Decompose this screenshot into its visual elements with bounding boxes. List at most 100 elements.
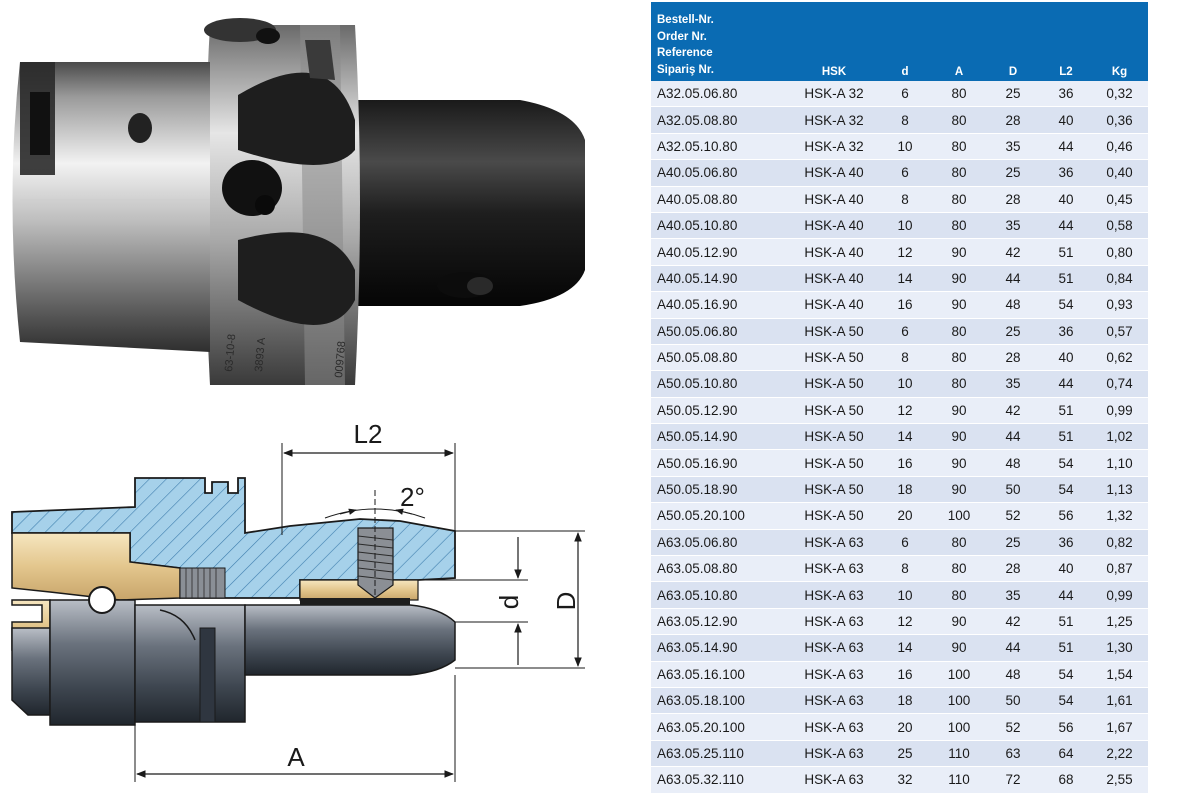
cell-big-d: 52 [985, 713, 1041, 741]
cell-l2: 54 [1041, 291, 1091, 319]
cell-d: 14 [877, 265, 933, 293]
cell-a: 100 [933, 687, 985, 715]
cell-hsk: HSK-A 50 [791, 423, 877, 451]
cell-a: 80 [933, 212, 985, 240]
cell-a: 80 [933, 529, 985, 557]
cell-d: 8 [877, 555, 933, 583]
product-photo: 63-10-8 3893 A 009768 [12, 18, 585, 385]
cell-l2: 36 [1041, 529, 1091, 557]
cell-a: 80 [933, 159, 985, 187]
cell-d: 12 [877, 397, 933, 425]
cell-l2: 54 [1041, 687, 1091, 715]
cell-hsk: HSK-A 63 [791, 713, 877, 741]
cell-l2: 40 [1041, 555, 1091, 583]
header-reference-line: Reference [657, 47, 713, 59]
cell-hsk: HSK-A 40 [791, 159, 877, 187]
cell-kg: 0,87 [1091, 555, 1148, 583]
cell-a: 80 [933, 106, 985, 134]
cell-big-d: 50 [985, 476, 1041, 504]
header-big-d: D [985, 2, 1041, 81]
cell-kg: 1,25 [1091, 608, 1148, 636]
cell-big-d: 44 [985, 265, 1041, 293]
dimension-big-d: D [455, 530, 585, 669]
cell-a: 100 [933, 502, 985, 530]
cell-d: 10 [877, 370, 933, 398]
cell-kg: 0,46 [1091, 133, 1148, 161]
cell-hsk: HSK-A 50 [791, 502, 877, 530]
cell-l2: 40 [1041, 344, 1091, 372]
cell-big-d: 50 [985, 687, 1041, 715]
cell-d: 20 [877, 502, 933, 530]
cell-hsk: HSK-A 32 [791, 81, 877, 108]
cell-reference: A50.05.14.90 [651, 423, 791, 451]
cell-d: 6 [877, 81, 933, 108]
cell-d: 10 [877, 581, 933, 609]
cell-hsk: HSK-A 40 [791, 186, 877, 213]
cell-l2: 44 [1041, 581, 1091, 609]
cell-big-d: 25 [985, 81, 1041, 108]
section-drawing: L2 2° d D A [11, 419, 585, 782]
cell-d: 10 [877, 133, 933, 161]
cell-d: 25 [877, 740, 933, 768]
cell-reference: A50.05.18.90 [651, 476, 791, 504]
cell-kg: 1,10 [1091, 449, 1148, 477]
cell-reference: A40.05.14.90 [651, 265, 791, 293]
cell-d: 6 [877, 318, 933, 345]
cell-a: 90 [933, 265, 985, 293]
cell-big-d: 42 [985, 238, 1041, 266]
cell-reference: A40.05.12.90 [651, 238, 791, 266]
cell-hsk: HSK-A 50 [791, 344, 877, 372]
dimension-d: d [418, 537, 528, 665]
cell-reference: A63.05.20.100 [651, 713, 791, 741]
cell-a: 80 [933, 318, 985, 345]
cell-kg: 1,02 [1091, 423, 1148, 451]
cell-kg: 0,99 [1091, 397, 1148, 425]
cell-reference: A63.05.25.110 [651, 740, 791, 768]
cell-hsk: HSK-A 63 [791, 740, 877, 768]
cell-d: 16 [877, 449, 933, 477]
cell-l2: 51 [1041, 238, 1091, 266]
cell-kg: 0,82 [1091, 529, 1148, 557]
cell-l2: 51 [1041, 265, 1091, 293]
cell-a: 90 [933, 291, 985, 319]
cell-a: 100 [933, 661, 985, 688]
cell-l2: 56 [1041, 713, 1091, 741]
cell-l2: 51 [1041, 423, 1091, 451]
cell-kg: 1,61 [1091, 687, 1148, 715]
cell-big-d: 35 [985, 370, 1041, 398]
header-l2: L2 [1041, 2, 1091, 81]
cell-hsk: HSK-A 40 [791, 265, 877, 293]
cell-a: 80 [933, 81, 985, 108]
cell-l2: 56 [1041, 502, 1091, 530]
cell-a: 80 [933, 370, 985, 398]
cell-l2: 36 [1041, 318, 1091, 345]
tool-holder-section-icon [11, 477, 456, 726]
cell-a: 110 [933, 740, 985, 768]
cell-big-d: 42 [985, 608, 1041, 636]
cell-l2: 40 [1041, 106, 1091, 134]
header-reference-line: Sipariş Nr. [657, 63, 714, 76]
table-header-row: Bestell-Nr. Order Nr. Reference Sipariş … [651, 2, 1148, 81]
header-kg: Kg [1091, 2, 1148, 81]
cell-kg: 0,45 [1091, 186, 1148, 213]
engraving-text: 009768 [333, 341, 348, 379]
cell-a: 80 [933, 133, 985, 161]
cell-kg: 0,74 [1091, 370, 1148, 398]
cell-big-d: 35 [985, 581, 1041, 609]
cell-hsk: HSK-A 50 [791, 370, 877, 398]
